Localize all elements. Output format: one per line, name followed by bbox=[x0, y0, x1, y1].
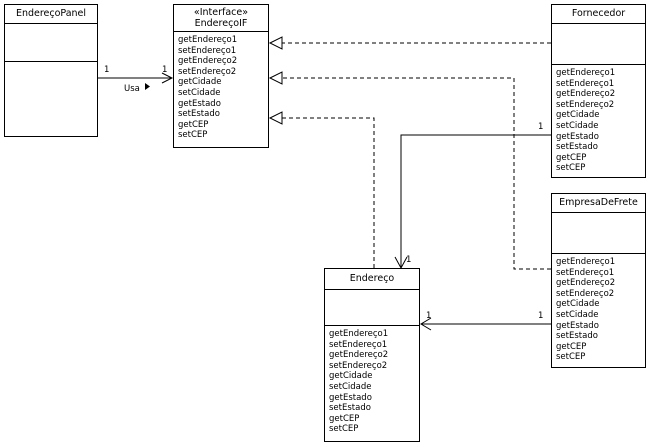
operation: setCEP bbox=[178, 130, 208, 141]
attributes-compartment bbox=[552, 24, 645, 65]
operation: setEndereço2 bbox=[178, 66, 237, 77]
operation: getCEP bbox=[556, 152, 587, 163]
fornecedor-realization-head bbox=[268, 36, 283, 50]
fornecedor-endereco-line bbox=[400, 134, 551, 268]
operation: getCidade bbox=[556, 110, 600, 121]
attributes-compartment bbox=[552, 213, 645, 254]
class-empresa-de-frete[interactable]: EmpresaDeFrete getEndereço1 setEndereço1… bbox=[551, 193, 646, 368]
operation: getEndereço2 bbox=[556, 89, 616, 100]
operation: getEstado bbox=[329, 392, 372, 403]
operation: setEndereço1 bbox=[556, 78, 615, 89]
class-name: EndereçoIF bbox=[194, 18, 248, 29]
empresa-realization-head bbox=[268, 71, 283, 85]
operation: getEstado bbox=[556, 131, 599, 142]
usa-arrowhead bbox=[161, 72, 174, 84]
operation: setEndereço1 bbox=[556, 267, 615, 278]
operation: setCidade bbox=[178, 87, 221, 98]
operation: getCidade bbox=[556, 299, 600, 310]
operation: getEndereço2 bbox=[178, 56, 238, 67]
operation: setCEP bbox=[556, 352, 586, 363]
class-endereco[interactable]: Endereço getEndereço1 setEndereço1 getEn… bbox=[324, 268, 420, 442]
operation: getCidade bbox=[329, 371, 373, 382]
operation: getEndereço2 bbox=[556, 278, 616, 289]
operation: getEndereço2 bbox=[329, 350, 389, 361]
endereco-realization-head bbox=[268, 111, 283, 125]
usa-target-multiplicity: 1 bbox=[162, 65, 168, 75]
operation: setEndereço1 bbox=[178, 45, 237, 56]
class-endereco-if[interactable]: «Interface» EndereçoIF getEndereço1 setE… bbox=[173, 4, 269, 148]
operation: getCidade bbox=[178, 77, 222, 88]
class-endereco-panel[interactable]: EndereçoPanel bbox=[4, 4, 98, 137]
attributes-compartment bbox=[5, 24, 97, 62]
operation: setEndereço2 bbox=[556, 99, 615, 110]
operation: getEndereço1 bbox=[556, 257, 616, 267]
class-header: «Interface» EndereçoIF bbox=[174, 5, 268, 32]
stereotype-label: «Interface» bbox=[193, 7, 249, 18]
endereco-realization-line bbox=[282, 117, 375, 268]
operation: getEndereço1 bbox=[556, 68, 616, 78]
class-name: Endereço bbox=[325, 269, 419, 290]
operation: setEstado bbox=[556, 331, 598, 342]
class-fornecedor[interactable]: Fornecedor getEndereço1 setEndereço1 get… bbox=[551, 4, 646, 178]
class-name: EmpresaDeFrete bbox=[552, 194, 645, 213]
operations-compartment: getEndereço1 setEndereço1 getEndereço2 s… bbox=[325, 326, 419, 435]
operation: setEstado bbox=[178, 109, 220, 120]
operations-compartment: getEndereço1 setEndereço1 getEndereço2 s… bbox=[552, 65, 645, 174]
fornecedor-endereco-target-multiplicity: 1 bbox=[406, 255, 412, 265]
operation: setEstado bbox=[329, 403, 371, 414]
class-name: EndereçoPanel bbox=[5, 5, 97, 24]
operation: setEndereço1 bbox=[329, 339, 388, 350]
empresa-endereco-target-multiplicity: 1 bbox=[426, 311, 432, 321]
operation: getCEP bbox=[556, 341, 587, 352]
empresa-endereco-source-multiplicity: 1 bbox=[538, 311, 544, 321]
operation: setCidade bbox=[329, 381, 372, 392]
operation: setCEP bbox=[556, 163, 586, 174]
operation: getEndereço1 bbox=[329, 329, 389, 339]
operation: getCEP bbox=[178, 119, 209, 130]
usa-association-label: Usa bbox=[124, 84, 140, 94]
operations-compartment: getEndereço1 setEndereço1 getEndereço2 s… bbox=[552, 254, 645, 363]
operation: setCidade bbox=[556, 309, 599, 320]
usa-source-multiplicity: 1 bbox=[104, 65, 110, 75]
operation: setEndereço2 bbox=[329, 360, 388, 371]
operation: getCEP bbox=[329, 413, 360, 424]
operation: getEndereço1 bbox=[178, 35, 238, 45]
operation: getEstado bbox=[178, 98, 221, 109]
usa-direction-icon bbox=[145, 83, 150, 90]
operation: getEstado bbox=[556, 320, 599, 331]
class-name: Fornecedor bbox=[552, 5, 645, 24]
empresa-endereco-arrowhead bbox=[420, 317, 432, 331]
operation: setEndereço2 bbox=[556, 288, 615, 299]
empresa-realization-line bbox=[282, 77, 551, 270]
attributes-compartment bbox=[325, 290, 419, 326]
operations-compartment: getEndereço1 setEndereço1 getEndereço2 s… bbox=[174, 32, 268, 141]
operation: setEstado bbox=[556, 142, 598, 153]
operation: setCEP bbox=[329, 424, 359, 435]
fornecedor-endereco-source-multiplicity: 1 bbox=[538, 122, 544, 132]
operation: setCidade bbox=[556, 120, 599, 131]
